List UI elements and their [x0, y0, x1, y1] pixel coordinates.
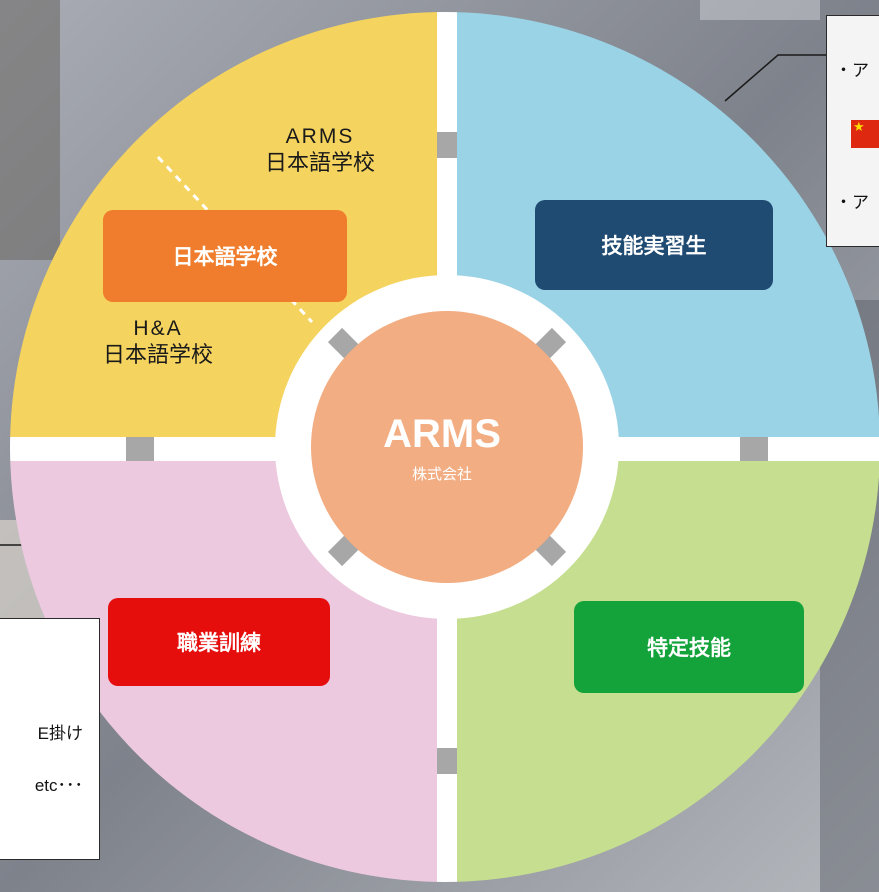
tag-japanese-school[interactable]: 日本語学校 — [103, 210, 347, 302]
arms-school-en: ARMS — [285, 125, 355, 148]
ha-school-label: H&A 日本語学校 — [78, 316, 238, 370]
tag-technical-intern[interactable]: 技能実習生 — [535, 200, 773, 290]
tag-vocational-training[interactable]: 職業訓練 — [108, 598, 330, 686]
center-title: ARMS — [383, 412, 501, 456]
china-flag-icon: ★ — [851, 120, 879, 148]
ha-school-en: H&A — [133, 317, 183, 340]
arms-school-label: ARMS 日本語学校 — [240, 124, 400, 178]
callout-top-connector — [724, 54, 828, 102]
callout-bottom-left: E掛け etc･･･ — [0, 618, 100, 860]
callout-top-right: ・ア ★ ・ア — [826, 15, 879, 247]
center-circle — [311, 311, 583, 583]
callout-top-line-1: ・ア — [835, 61, 869, 80]
ha-school-jp: 日本語学校 — [102, 343, 213, 369]
callout-bottom-line-2: etc･･･ — [34, 776, 83, 795]
callout-bottom-line-1: E掛け — [37, 724, 83, 743]
center-subtitle: 株式会社 — [411, 465, 472, 483]
tag-specified-skills[interactable]: 特定技能 — [574, 601, 804, 693]
arms-school-jp: 日本語学校 — [264, 151, 375, 177]
callout-top-line-2: ・ア — [835, 193, 869, 212]
